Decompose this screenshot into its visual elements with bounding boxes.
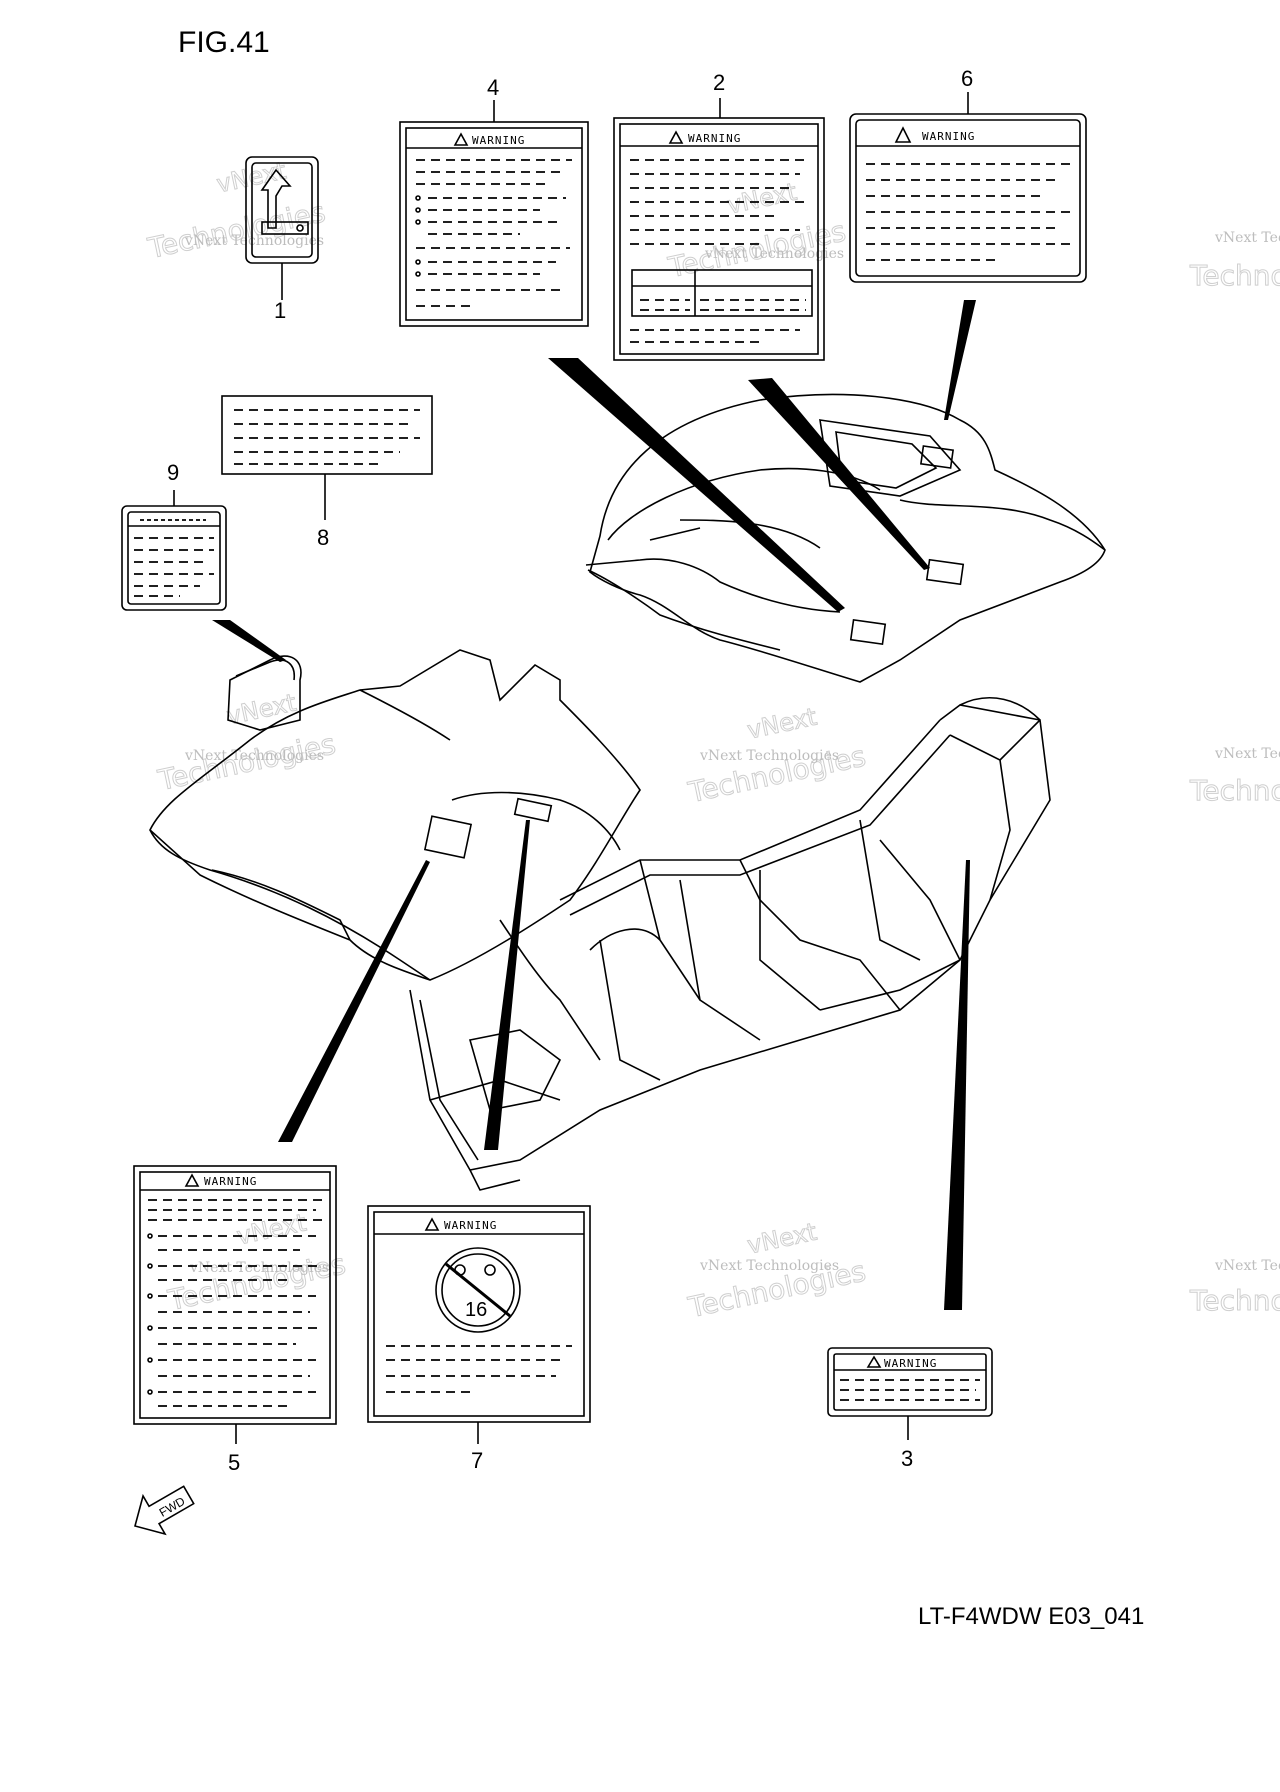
shift-arrow-icon [260, 168, 292, 229]
label-1-shift-sticker: 1 [245, 156, 319, 323]
figure-code: LT-F4WDW E03_041 [918, 1603, 1144, 1630]
no-under-16-icon: 16 [435, 1247, 521, 1333]
watermark-ml-text: vNext Technologies [184, 748, 324, 764]
warning-heading-4: WARNING [472, 134, 525, 147]
warning-triangle-icon-3 [866, 1355, 882, 1368]
callout-5: 5 [228, 1450, 240, 1475]
callout-6: 6 [961, 66, 973, 91]
label-4-warning: WARNING 4 [399, 75, 589, 327]
callout-4: 4 [487, 75, 499, 100]
warning-heading-2: WARNING [688, 132, 741, 145]
label-2-warning: WARNING 2 [613, 70, 825, 361]
callout-2: 2 [713, 70, 725, 95]
watermark-mc-text: vNext Technologies [699, 748, 839, 764]
callout-3: 3 [901, 1446, 913, 1471]
svg-text:Technologies: Technologies [1189, 774, 1280, 807]
figure-title: FIG.41 [178, 26, 270, 59]
watermarks: vNext Technologies vNext Technologies vN… [144, 156, 1280, 1325]
warning-heading-3: WARNING [884, 1357, 937, 1370]
front-fender [149, 649, 641, 981]
callout-8: 8 [317, 525, 329, 550]
svg-text:vNext: vNext [725, 178, 799, 220]
warning-triangle-icon-7 [424, 1217, 440, 1231]
callout-7: 7 [471, 1448, 483, 1473]
warning-triangle-icon [453, 132, 469, 146]
label-5-warning: WARNING 5 [133, 1165, 337, 1475]
rear-fender [585, 393, 1106, 683]
svg-text:vNext: vNext [745, 1218, 819, 1260]
svg-text:vNext Technologies: vNext Technologies [1214, 746, 1280, 762]
watermark-tl-text: vNext Technologies [184, 233, 324, 249]
watermark-bc-text: vNext Technologies [699, 1258, 839, 1274]
label-9-warning: 9 [121, 460, 227, 611]
svg-text:vNext Technologies: vNext Technologies [1214, 230, 1280, 246]
svg-text:vNext: vNext [224, 689, 298, 731]
warning-triangle-icon-6 [894, 126, 912, 143]
svg-text:Technologies: Technologies [1189, 259, 1280, 292]
label-7-warning: WARNING 16 7 [367, 1205, 591, 1473]
watermark-right-edge: vNext Technologies Technologies vNext Te… [1189, 230, 1280, 1318]
watermark-tc-text: vNext Technologies [704, 246, 844, 262]
svg-text:Technologies: Technologies [165, 1247, 349, 1317]
svg-text:Technologies: Technologies [1189, 1284, 1280, 1317]
frame [409, 697, 1051, 1191]
callout-9: 9 [167, 460, 179, 485]
warning-heading-7: WARNING [444, 1219, 497, 1232]
warning-triangle-icon-2 [668, 130, 684, 144]
warning-heading-6: WARNING [922, 130, 975, 143]
label-8-strip: 8 [221, 395, 433, 550]
warning-heading-5: WARNING [204, 1175, 257, 1188]
warning-triangle-icon-5 [184, 1173, 200, 1187]
watermark-mid-left: vNext Technologies [154, 688, 339, 798]
leader-wedges [212, 300, 976, 1310]
label-3-warning: WARNING 3 [827, 1347, 993, 1471]
watermark-top-center: vNext Technologies [664, 177, 849, 285]
fwd-arrow-icon: FWD [134, 1485, 195, 1536]
callout-1: 1 [274, 298, 286, 323]
age-limit-text: 16 [465, 1299, 487, 1321]
svg-text:vNext: vNext [745, 703, 819, 745]
svg-text:vNext: vNext [234, 1209, 308, 1251]
watermark-bl-text: vNext Technologies [189, 1260, 329, 1276]
svg-text:vNext Technologies: vNext Technologies [1214, 1258, 1280, 1274]
label-6-warning: WARNING 6 [849, 66, 1087, 283]
